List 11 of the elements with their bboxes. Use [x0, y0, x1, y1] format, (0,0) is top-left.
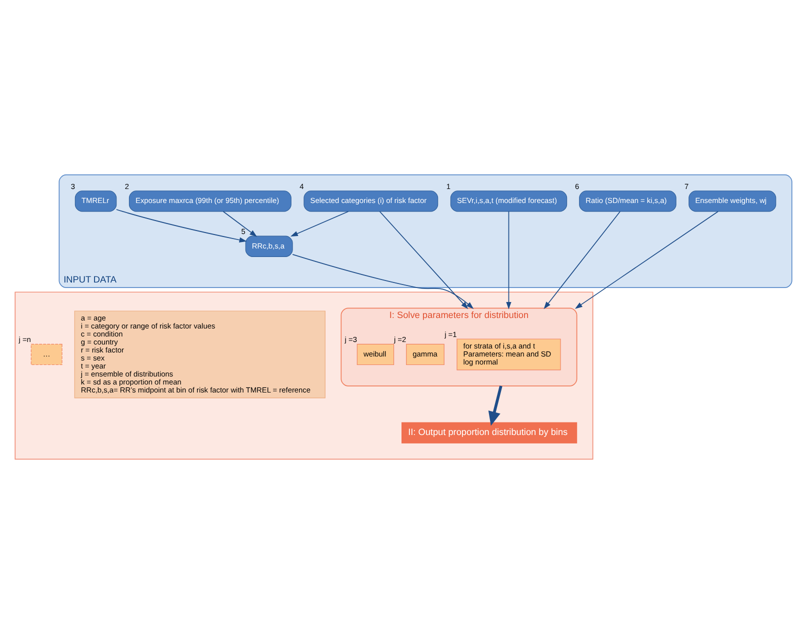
- arrow: [222, 210, 258, 236]
- arrow: [574, 210, 718, 308]
- arrow: [290, 210, 349, 236]
- cluster: [14, 291, 594, 460]
- arrow: [116, 208, 247, 242]
- arrow: [379, 210, 468, 309]
- arrow: [544, 210, 621, 309]
- arrow: [506, 210, 512, 309]
- arrow: [292, 254, 474, 308]
- node-box: II: Output proportion distribution by bins: [402, 422, 578, 443]
- arrow: [488, 385, 502, 426]
